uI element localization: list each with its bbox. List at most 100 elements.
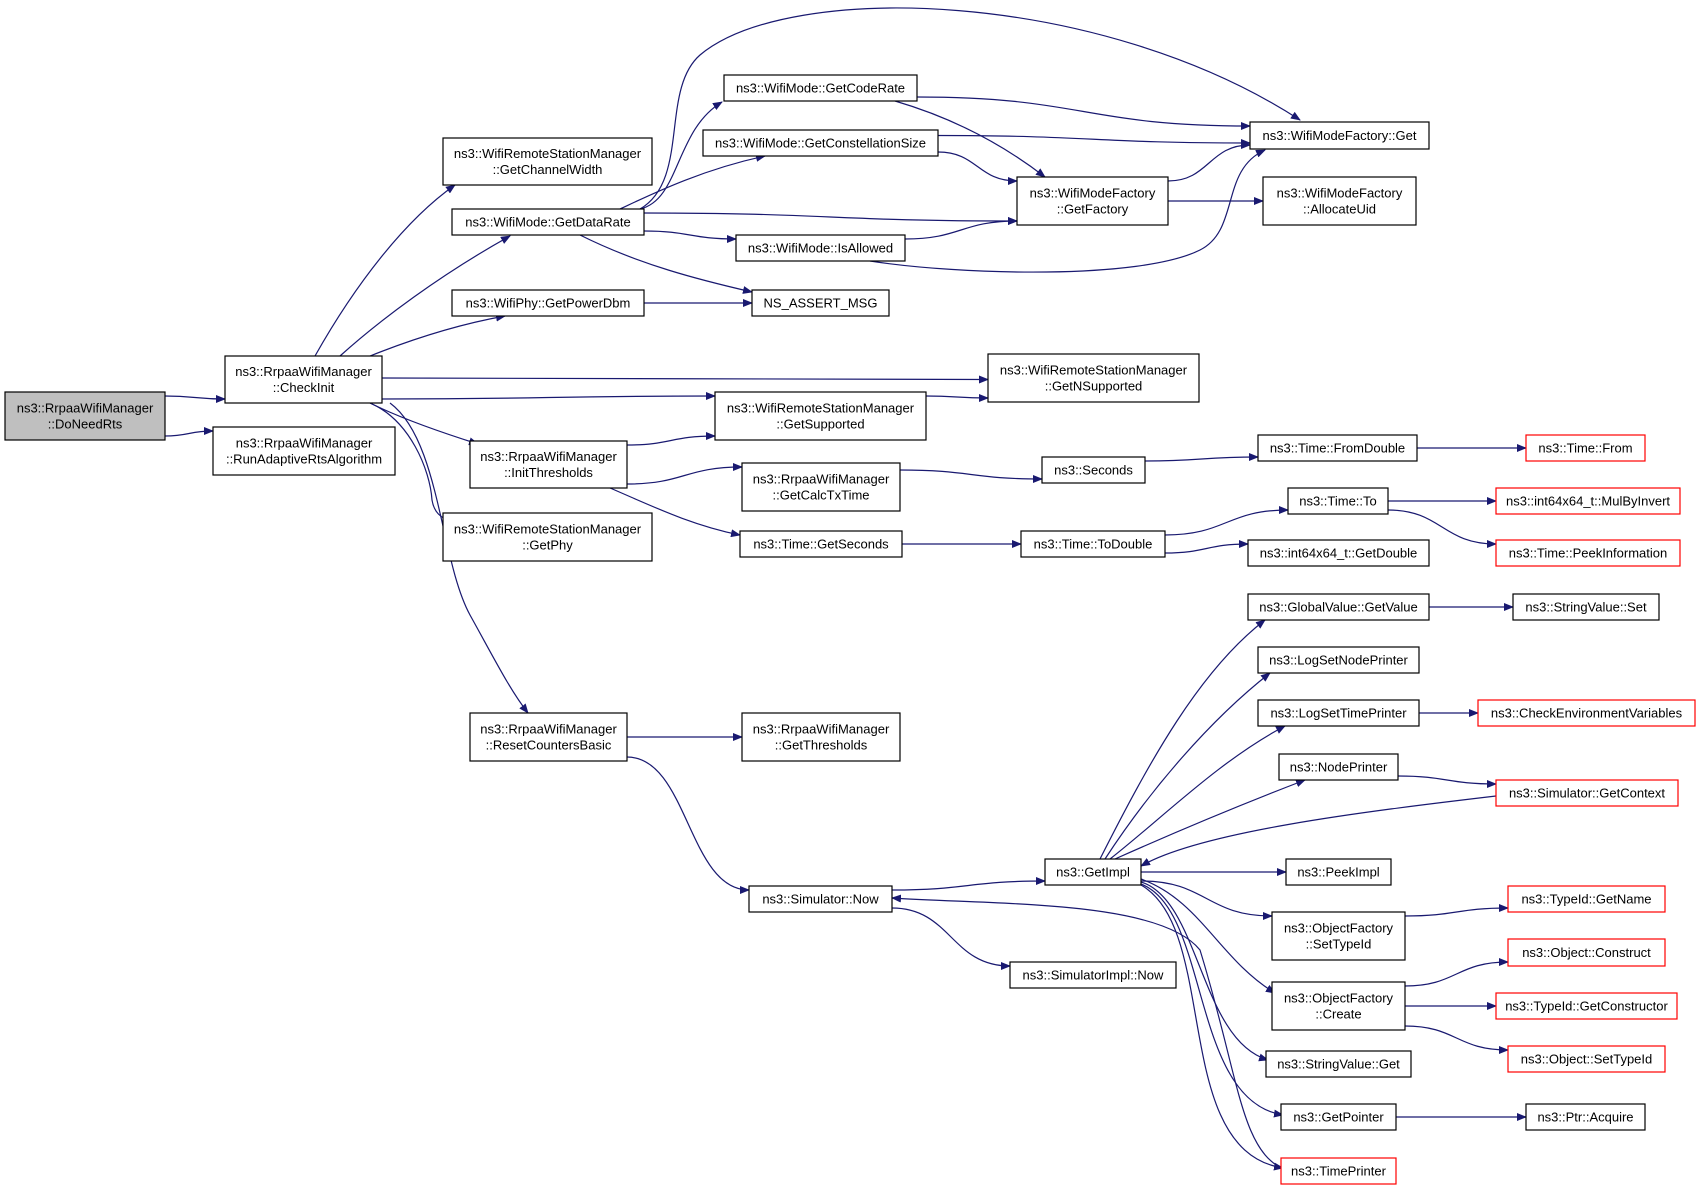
node-checkinit[interactable]: ns3::RrpaaWifiManager::CheckInit <box>224 355 383 404</box>
node-seconds[interactable]: ns3::Seconds <box>1041 456 1146 484</box>
node-getnsupported[interactable]: ns3::WifiRemoteStationManager::GetNSuppo… <box>987 353 1200 403</box>
node-timeprinter[interactable]: ns3::TimePrinter <box>1280 1157 1397 1185</box>
edge-arrow <box>339 235 511 357</box>
edge-arrow <box>609 487 741 538</box>
node-getcontext[interactable]: ns3::Simulator::GetContext <box>1495 779 1679 807</box>
node-getchannelwidth[interactable]: ns3::WifiRemoteStationManager::GetChanne… <box>442 137 653 186</box>
node-resetcounters[interactable]: ns3::RrpaaWifiManager::ResetCountersBasi… <box>469 712 628 762</box>
node-box <box>1257 699 1420 727</box>
node-allocateuid[interactable]: ns3::WifiModeFactory::AllocateUid <box>1262 176 1417 226</box>
node-peekimpl[interactable]: ns3::PeekImpl <box>1285 858 1392 886</box>
node-getconstellation[interactable]: ns3::WifiMode::GetConstellationSize <box>702 129 939 157</box>
node-nodeprinter[interactable]: ns3::NodePrinter <box>1278 753 1399 781</box>
node-create[interactable]: ns3::ObjectFactory::Create <box>1271 981 1406 1031</box>
node-ptracquire[interactable]: ns3::Ptr::Acquire <box>1525 1103 1646 1131</box>
node-box <box>1271 911 1406 961</box>
edge-arrow <box>1404 1025 1509 1054</box>
node-label: ::GetCalcTxTime <box>772 488 869 503</box>
node-todouble[interactable]: ns3::Time::ToDouble <box>1020 530 1166 558</box>
node-logsetnode[interactable]: ns3::LogSetNodePrinter <box>1257 646 1420 674</box>
node-label: ns3::WifiMode::GetCodeRate <box>736 81 905 96</box>
edge-root-to-checkinit <box>164 394 226 403</box>
edge-getcoderate-to-factoryget <box>916 96 1251 130</box>
node-box <box>1262 176 1417 226</box>
node-objsettypeid[interactable]: ns3::Object::SetTypeId <box>1507 1045 1666 1073</box>
node-label: ns3::LogSetTimePrinter <box>1270 706 1407 721</box>
node-runadaptive[interactable]: ns3::RrpaaWifiManager::RunAdaptiveRtsAlg… <box>212 426 396 476</box>
edge-arrow <box>626 463 743 485</box>
function-nodes: ns3::RrpaaWifiManager::DoNeedRtsns3::Rrp… <box>4 74 1696 1185</box>
node-checkenv[interactable]: ns3::CheckEnvironmentVariables <box>1477 699 1696 727</box>
node-label: ns3::Object::Construct <box>1522 945 1651 960</box>
node-simnow[interactable]: ns3::Simulator::Now <box>748 885 893 913</box>
node-timefrom[interactable]: ns3::Time::From <box>1525 434 1646 462</box>
node-getpointer[interactable]: ns3::GetPointer <box>1280 1103 1397 1131</box>
edge-getdatarate-to-getconstellation <box>619 153 766 210</box>
node-getdatarate[interactable]: ns3::WifiMode::GetDataRate <box>451 208 645 236</box>
node-box <box>1257 646 1420 674</box>
node-typeidgetname[interactable]: ns3::TypeId::GetName <box>1507 885 1666 913</box>
node-label: ns3::RrpaaWifiManager <box>480 722 617 737</box>
node-label: ns3::WifiMode::IsAllowed <box>748 241 893 256</box>
node-box <box>451 289 645 317</box>
node-label: ::GetThresholds <box>775 738 868 753</box>
node-peekinfo[interactable]: ns3::Time::PeekInformation <box>1495 539 1681 567</box>
node-logsettime[interactable]: ns3::LogSetTimePrinter <box>1257 699 1420 727</box>
node-box <box>723 74 918 102</box>
node-objconstruct[interactable]: ns3::Object::Construct <box>1507 938 1666 967</box>
node-getseconds[interactable]: ns3::Time::GetSeconds <box>739 530 903 558</box>
node-label: ns3::StringValue::Get <box>1277 1057 1400 1072</box>
node-label: ns3::Time::ToDouble <box>1034 537 1153 552</box>
edge-arrow <box>916 96 1251 130</box>
node-root[interactable]: ns3::RrpaaWifiManager::DoNeedRts <box>4 391 166 441</box>
edge-arrow <box>579 234 753 294</box>
edge-simnow-to-simimplnow <box>891 907 1011 970</box>
node-stringset[interactable]: ns3::StringValue::Set <box>1512 593 1660 621</box>
node-timeto[interactable]: ns3::Time::To <box>1287 487 1389 515</box>
node-label: ::InitThresholds <box>504 465 593 480</box>
node-label: ns3::RrpaaWifiManager <box>753 472 890 487</box>
node-initthresholds[interactable]: ns3::RrpaaWifiManager::InitThresholds <box>469 440 628 489</box>
node-label: ns3::Seconds <box>1054 463 1133 478</box>
node-globalgetvalue[interactable]: ns3::GlobalValue::GetValue <box>1247 593 1430 621</box>
node-label: ns3::GetImpl <box>1056 865 1130 880</box>
edge-getimpl-to-timeprinter <box>1140 884 1284 1171</box>
edge-getdatarate-to-nsassert <box>579 234 753 294</box>
node-label: ns3::RrpaaWifiManager <box>480 449 617 464</box>
node-getsupported[interactable]: ns3::WifiRemoteStationManager::GetSuppor… <box>714 391 927 441</box>
node-getfactory[interactable]: ns3::WifiModeFactory::GetFactory <box>1016 176 1169 226</box>
node-getcalctx[interactable]: ns3::RrpaaWifiManager::GetCalcTxTime <box>741 462 901 512</box>
node-stringget[interactable]: ns3::StringValue::Get <box>1265 1050 1412 1078</box>
node-nsassert[interactable]: NS_ASSERT_MSG <box>751 289 890 317</box>
node-box <box>1495 779 1679 807</box>
node-getthresholds[interactable]: ns3::RrpaaWifiManager::GetThresholds <box>741 712 901 762</box>
node-label: ::GetSupported <box>776 417 864 432</box>
node-isallowed[interactable]: ns3::WifiMode::IsAllowed <box>735 234 906 262</box>
edge-getdatarate-to-getcoderate <box>639 101 723 210</box>
node-getpowerdbm[interactable]: ns3::WifiPhy::GetPowerDbm <box>451 289 645 317</box>
node-simimplnow[interactable]: ns3::SimulatorImpl::Now <box>1009 961 1177 989</box>
node-box <box>1257 434 1418 462</box>
edge-isallowed-to-factoryget <box>869 149 1266 273</box>
node-settypeid_factory[interactable]: ns3::ObjectFactory::SetTypeId <box>1271 911 1406 961</box>
node-getcoderate[interactable]: ns3::WifiMode::GetCodeRate <box>723 74 918 102</box>
node-factoryget[interactable]: ns3::WifiModeFactory::Get <box>1249 121 1430 150</box>
edge-arrow <box>626 432 716 446</box>
node-getconstructor[interactable]: ns3::TypeId::GetConstructor <box>1495 992 1678 1020</box>
node-label: ns3::Simulator::Now <box>762 892 879 907</box>
node-label: ns3::Time::FromDouble <box>1270 441 1405 456</box>
call-edges <box>164 7 1527 1171</box>
node-label: ns3::TimePrinter <box>1291 1164 1387 1179</box>
edge-checkinit-to-getchannelwidth <box>314 184 456 357</box>
edge-getdatarate-to-factoryget <box>639 7 1301 210</box>
node-label: ::CheckInit <box>273 380 335 395</box>
edge-arrow <box>1164 540 1249 554</box>
node-box <box>1249 121 1430 150</box>
node-getimpl[interactable]: ns3::GetImpl <box>1044 858 1142 886</box>
node-label: ::GetFactory <box>1057 202 1129 217</box>
node-getphy[interactable]: ns3::WifiRemoteStationManager::GetPhy <box>442 512 653 562</box>
node-mulbyinvert[interactable]: ns3::int64x64_t::MulByInvert <box>1495 487 1681 515</box>
node-label: ns3::Simulator::GetContext <box>1509 786 1665 801</box>
node-fromdouble[interactable]: ns3::Time::FromDouble <box>1257 434 1418 462</box>
node-int64getdouble[interactable]: ns3::int64x64_t::GetDouble <box>1247 539 1430 567</box>
